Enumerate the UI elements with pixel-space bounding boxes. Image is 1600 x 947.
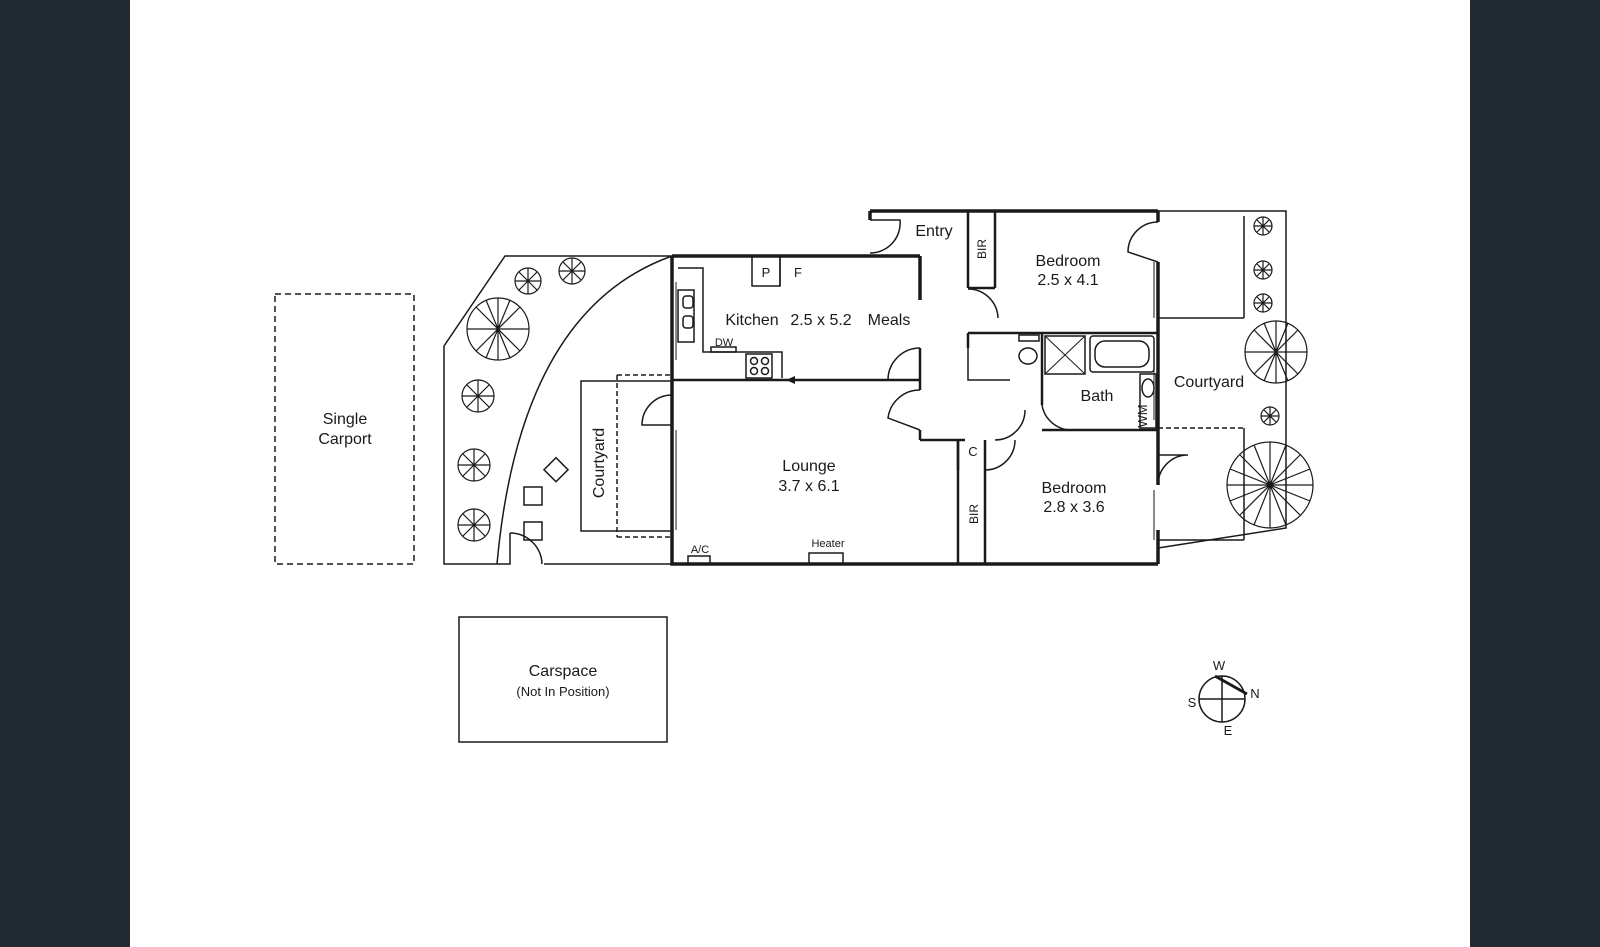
- shower: [1044, 335, 1086, 375]
- carport-label: Single: [323, 411, 368, 428]
- compass-n-label: N: [1250, 686, 1259, 701]
- kitchen-dims-label: 2.5 x 5.2: [790, 312, 851, 329]
- carport-outline: [274, 293, 415, 565]
- tree-icon: [461, 379, 495, 413]
- tree-icon: [1226, 441, 1314, 529]
- house-outer-wall: [670, 256, 1158, 566]
- carspace-sub-label: (Not In Position): [516, 684, 609, 699]
- entry-label: Entry: [915, 223, 952, 240]
- carspace-label: Carspace: [529, 663, 598, 680]
- compass-icon: [1198, 674, 1248, 723]
- bir1-label: BIR: [975, 239, 989, 259]
- courtyard-west-label: Courtyard: [591, 428, 608, 498]
- washing-machine-label: WM: [1135, 404, 1150, 427]
- tree-icon: [1253, 260, 1273, 280]
- bedroom2-label: Bedroom: [1042, 480, 1107, 497]
- heater-label: Heater: [811, 538, 844, 550]
- lounge-dims-label: 3.7 x 6.1: [778, 478, 839, 495]
- carspace-outline: [458, 616, 668, 743]
- tree-icon: [558, 257, 586, 285]
- kitchen-label: Kitchen: [725, 312, 778, 329]
- compass-s-label: S: [1188, 695, 1197, 710]
- tree-icon: [457, 448, 491, 482]
- bedroom1-label: Bedroom: [1036, 253, 1101, 270]
- east-garden-boundary: [1157, 210, 1287, 549]
- bath-label: Bath: [1081, 388, 1114, 405]
- tree-icon: [1253, 216, 1273, 236]
- tree-icon: [457, 508, 491, 542]
- compass-e-label: E: [1224, 723, 1233, 738]
- lounge-label: Lounge: [782, 458, 835, 475]
- dishwasher-label: DW: [715, 337, 734, 349]
- bedroom1-dims-label: 2.5 x 4.1: [1037, 272, 1098, 289]
- cupboard-label: C: [968, 444, 977, 459]
- tree-icon: [514, 267, 542, 295]
- compass-w-label: W: [1213, 658, 1226, 673]
- aircon-label: A/C: [691, 544, 709, 556]
- tree-icon: [1253, 293, 1273, 313]
- cooktop: [745, 353, 773, 379]
- fridge-label: F: [794, 265, 802, 280]
- pantry-label: P: [762, 265, 771, 280]
- meals-label: Meals: [868, 312, 911, 329]
- tree-icon: [466, 297, 530, 361]
- courtyard-east-label: Courtyard: [1174, 374, 1244, 391]
- garden-path-curve: [496, 255, 673, 565]
- carport-label-2: Carport: [318, 431, 372, 448]
- plan-sheet: [130, 0, 1470, 947]
- tree-icon: [1244, 320, 1308, 384]
- bir2-label: BIR: [967, 504, 981, 524]
- bedroom2-dims-label: 2.8 x 3.6: [1043, 499, 1104, 516]
- tree-icon: [1260, 406, 1280, 426]
- west-garden-boundary: [443, 255, 672, 565]
